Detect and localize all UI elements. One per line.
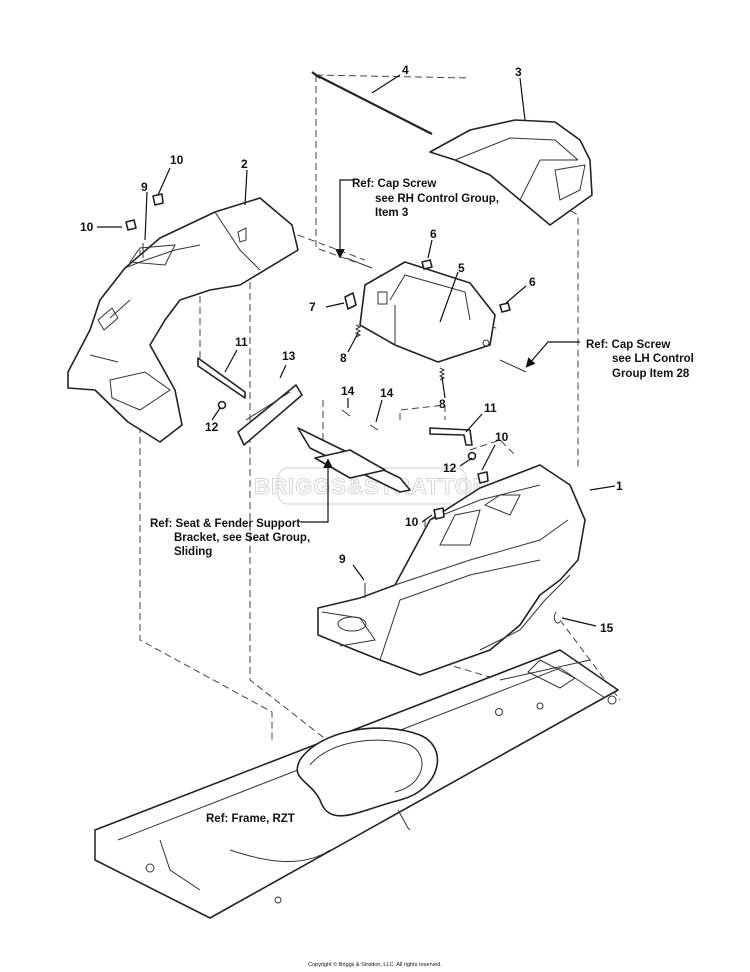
callout-10-c: 10	[495, 430, 509, 444]
part-3-shroud	[429, 119, 593, 226]
callout-12-right: 12	[443, 461, 457, 475]
callout-10-d: 10	[405, 515, 419, 529]
callout-4: 4	[402, 63, 409, 77]
callout-11-left: 11	[235, 335, 248, 349]
clip-10-c	[477, 471, 489, 484]
callout-12-left: 12	[205, 420, 219, 434]
cap-screw-rh	[345, 257, 373, 269]
callout-10-a: 10	[80, 220, 94, 234]
callout-9-top: 9	[141, 180, 148, 194]
bracket-11-left	[197, 357, 246, 399]
nut-12-left	[217, 400, 227, 410]
ref-lh-cap-screw: Ref: Cap Screw see LH Control Group Item…	[586, 339, 694, 380]
callout-5: 5	[458, 261, 465, 275]
spring-8-right	[438, 367, 446, 381]
callout-2: 2	[241, 157, 248, 171]
cap-screw-lh	[499, 359, 527, 373]
svg-text:Group Item 28: Group Item 28	[612, 368, 690, 380]
callout-8-right: 8	[439, 397, 446, 411]
callout-3: 3	[515, 65, 522, 79]
callout-6-top: 6	[430, 227, 437, 241]
clip-10-a	[125, 219, 137, 231]
bolt-14-right	[369, 424, 379, 431]
copyright-notice: Copyright © Briggs & Stratton, LLC. All …	[308, 962, 442, 968]
callout-14-right: 14	[380, 386, 394, 400]
callout-10-b: 10	[170, 153, 184, 167]
clip-7	[344, 292, 357, 310]
plate-13	[237, 384, 303, 446]
svg-text:Ref: Seat & Fender Support: Ref: Seat & Fender Support	[150, 518, 300, 530]
callout-6-right: 6	[529, 275, 536, 289]
nut-6-right	[499, 302, 511, 313]
callout-14-left: 14	[341, 384, 355, 398]
spring-8-left	[354, 324, 362, 338]
svg-text:Ref: Cap Screw: Ref: Cap Screw	[586, 339, 670, 351]
clip-15	[553, 611, 561, 624]
leader-lines	[97, 74, 616, 627]
frame-rzt	[94, 649, 619, 919]
svg-text:Ref: Frame, RZT: Ref: Frame, RZT	[206, 813, 295, 825]
callout-11-right: 11	[484, 401, 497, 415]
svg-text:Ref: Cap Screw: Ref: Cap Screw	[352, 178, 436, 190]
clip-10-b	[152, 193, 164, 206]
svg-text:Sliding: Sliding	[174, 546, 212, 558]
callout-9-bottom: 9	[339, 552, 346, 566]
nut-6-top	[421, 259, 433, 270]
callout-8-left: 8	[340, 351, 347, 365]
part-2-lh-fender	[67, 197, 299, 443]
svg-text:see RH Control Group,: see RH Control Group,	[375, 193, 499, 205]
callout-13: 13	[282, 349, 296, 363]
svg-text:see LH Control: see LH Control	[612, 353, 694, 365]
ref-seat-fender-bracket: Ref: Seat & Fender Support Bracket, see …	[150, 518, 310, 558]
callout-1: 1	[616, 479, 623, 493]
svg-text:Item 3: Item 3	[375, 207, 408, 219]
svg-text:Bracket, see Seat Group,: Bracket, see Seat Group,	[174, 532, 310, 544]
callout-15: 15	[600, 621, 614, 635]
callout-numbers: 1 2 3 4 5 6 6 7 8 8 9 9 10 10 10 10 11 1…	[80, 63, 623, 635]
ref-rh-cap-screw: Ref: Cap Screw see RH Control Group, Ite…	[352, 178, 499, 219]
part-5-bracket	[359, 261, 496, 363]
bracket-11-right	[429, 427, 473, 446]
bolt-14-left	[341, 409, 351, 417]
hardware	[125, 193, 561, 624]
clip-10-d	[433, 507, 445, 520]
callout-7: 7	[309, 300, 316, 314]
part-4-rod	[311, 71, 433, 135]
part-1-rh-fender	[317, 464, 586, 676]
ref-frame: Ref: Frame, RZT	[206, 813, 295, 825]
nut-12-right	[467, 451, 477, 461]
